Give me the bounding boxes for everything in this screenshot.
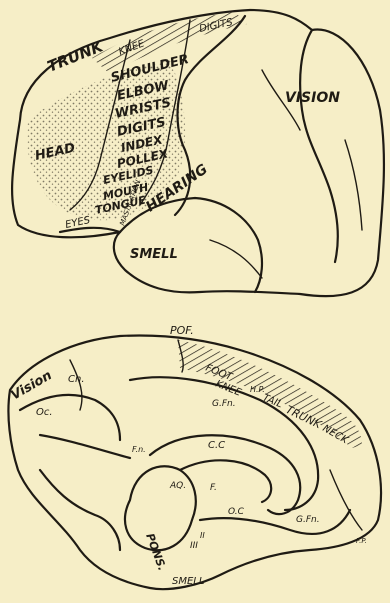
label-iii: III — [190, 541, 198, 551]
lateral-sulcus-c — [210, 240, 262, 278]
medial-brain-outline — [8, 336, 381, 590]
label-fp: F.P. — [356, 537, 367, 545]
medial-occipital-contour — [40, 470, 120, 550]
label-oc2: O.C — [228, 507, 245, 517]
medial-cuneus-contour — [20, 395, 120, 440]
medial-fornix-contour — [180, 460, 271, 502]
lateral-brain-view: TRUNK KNEE DIGITS SHOULDER ELBOW WRISTS … — [12, 10, 384, 296]
label-cc: C.C — [208, 440, 225, 451]
label-f: F. — [210, 483, 217, 493]
label-smell: SMELL — [130, 247, 178, 262]
lateral-temporal-lobe-contour — [120, 198, 262, 292]
label-smell-medial: SMELL — [172, 576, 204, 587]
lateral-sulcus-b — [345, 140, 362, 230]
label-pof: POF. — [170, 324, 194, 337]
medial-brainstem-contour — [125, 466, 196, 550]
label-trunk: TRUNK — [45, 37, 107, 76]
label-oc: Oc. — [36, 407, 53, 418]
label-pons: PONS. — [143, 532, 168, 573]
label-gfn: G.Fn. — [212, 399, 236, 409]
medial-brain-view: POF. FOOT KNEE TAIL TRUNK NECK Vision Cn… — [8, 324, 381, 589]
label-fn: F.n. — [132, 445, 146, 454]
label-vision: VISION — [285, 90, 340, 106]
lateral-occipital-contour — [300, 30, 338, 262]
label-aq: AQ. — [169, 481, 186, 491]
label-ii: II — [200, 531, 205, 540]
medial-sulcus-a — [70, 360, 82, 410]
label-hip: H.P. — [250, 385, 265, 394]
medial-sulcus-c — [330, 470, 362, 530]
label-cn: Cn. — [68, 374, 85, 385]
label-gfn2: G.Fn. — [296, 515, 320, 525]
medial-calcarine-fissure — [40, 435, 130, 458]
